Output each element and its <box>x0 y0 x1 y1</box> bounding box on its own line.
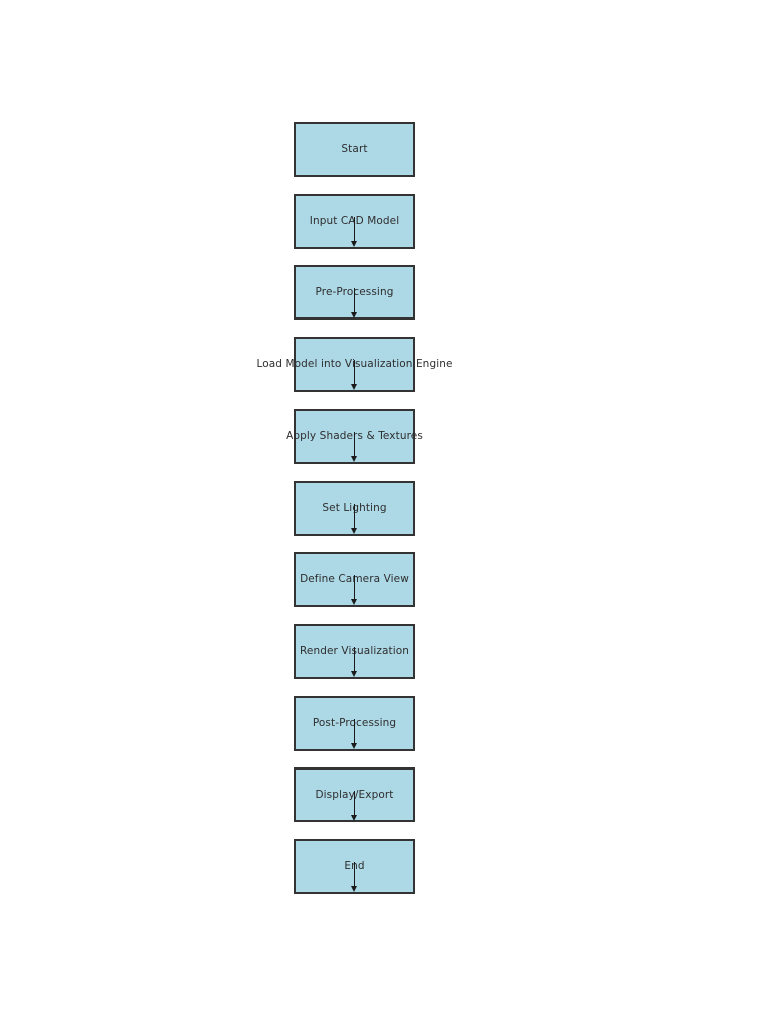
flowchart-node: Set Lighting <box>294 481 415 536</box>
down-arrow-head <box>351 528 357 534</box>
down-arrow-head <box>351 886 357 892</box>
node-label: Post-Processing <box>312 717 397 730</box>
down-arrow-head <box>351 312 357 318</box>
flowchart-node: Render Visualization <box>294 624 415 679</box>
flowchart-node: Define Camera View <box>294 552 415 607</box>
node-label: Display/Export <box>315 788 394 801</box>
flowchart-node: Apply Shaders & Textures <box>286 409 423 464</box>
flowchart-node: Load Model into Visualization Engine <box>256 337 452 392</box>
down-arrow-head <box>351 599 357 605</box>
node-label: End <box>344 860 365 873</box>
node-label: Define Camera View <box>300 573 409 586</box>
flowchart-node: Display/Export <box>294 767 415 822</box>
down-arrow-head <box>351 456 357 462</box>
node-label: Input CAD Model <box>309 215 400 228</box>
down-arrow-head <box>351 671 357 677</box>
node-label: Load Model into Visualization Engine <box>256 358 453 371</box>
down-arrow-head <box>351 815 357 821</box>
flowchart-node: Pre-Processing <box>294 265 415 320</box>
node-label: Apply Shaders & Textures <box>286 430 423 443</box>
flowchart-node: Start <box>294 122 415 177</box>
flowchart-node: End <box>294 839 415 894</box>
down-arrow-head <box>351 241 357 247</box>
node-label: Start <box>341 143 368 156</box>
node-label: Pre-Processing <box>315 285 394 298</box>
node-label: Render Visualization <box>299 645 410 658</box>
down-arrow-head <box>351 743 357 749</box>
flowchart-node: Input CAD Model <box>294 194 415 249</box>
down-arrow-head <box>351 384 357 390</box>
node-label: Set Lighting <box>322 502 387 515</box>
flowchart-node: Post-Processing <box>294 696 415 751</box>
